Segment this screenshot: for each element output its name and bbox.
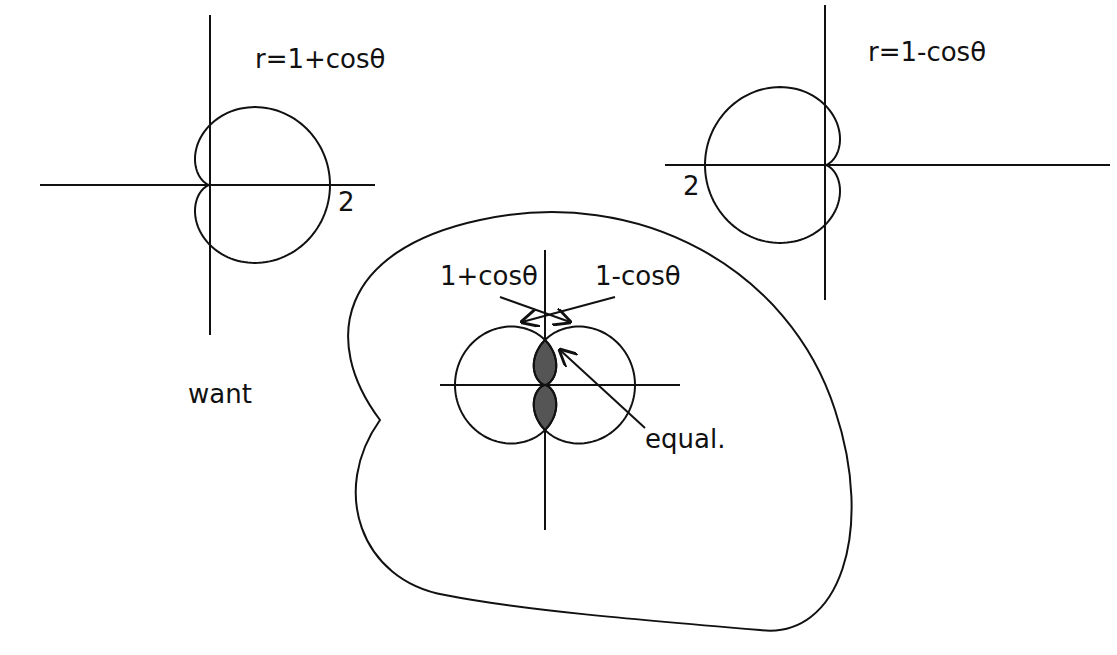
leader-line — [560, 350, 645, 428]
blob-region: 1+cosθ 1-cosθ equal. — [320, 190, 860, 650]
leader-line — [522, 297, 615, 322]
cardioid-curve — [705, 87, 840, 243]
cardioid-curve — [195, 107, 330, 263]
handwritten-label: 1-cosθ — [595, 262, 681, 292]
cardioid-curve — [455, 327, 556, 444]
handwritten-label: want — [188, 380, 252, 410]
handwritten-label: 1+cosθ — [440, 262, 538, 292]
axis — [665, 164, 1110, 166]
blob-outline — [320, 190, 860, 650]
handwritten-label: 2 — [338, 188, 355, 218]
handwritten-label: 2 — [683, 172, 700, 202]
axis — [209, 15, 211, 335]
axis — [824, 5, 826, 300]
axis — [440, 384, 680, 386]
handwritten-label: equal. — [645, 425, 725, 455]
handwritten-label: r=1-cosθ — [868, 38, 986, 68]
handwritten-label: r=1+cosθ — [255, 45, 385, 75]
